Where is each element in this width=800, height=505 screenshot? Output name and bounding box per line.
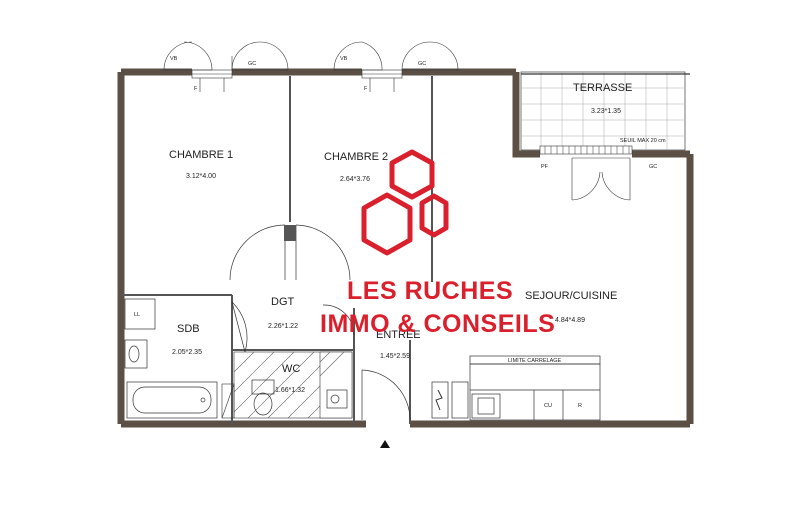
r-label: R (578, 403, 582, 409)
room-dim-entree: 1.45*2.59 (380, 353, 410, 360)
limite-carrelage-label: LIMITE CARRELAGE (508, 358, 562, 364)
room-dim-chambre2: 2.64*3.76 (340, 176, 370, 183)
f-label-1: F (194, 86, 198, 92)
room-dim-sdb: 2.05*2.35 (172, 349, 202, 356)
gc-label-1: GC (248, 61, 256, 67)
wc-basin (326, 389, 348, 409)
room-dim-chambre1: 3.12*4.00 (186, 173, 216, 180)
toilet (251, 379, 275, 416)
interior-doors (229, 224, 411, 421)
gc-label-3: GC (649, 164, 657, 170)
kitchen-counter (431, 355, 601, 421)
room-name-chambre2: CHAMBRE 2 (324, 151, 388, 163)
logo-text-line1: LES RUCHES (347, 277, 513, 305)
entry-arrow-icon (380, 440, 390, 448)
window-chambre2 (333, 41, 459, 92)
room-name-entree: ENTREE (376, 329, 421, 341)
room-name-wc: WC (282, 363, 300, 375)
room-dim-dgt: 2.26*1.22 (268, 323, 298, 330)
washbasin (124, 339, 148, 369)
room-dim-sejour: 4.84*4.89 (555, 317, 585, 324)
vb-label-2: VB (340, 56, 348, 62)
window-chambre1 (163, 41, 289, 92)
french-door-terrasse (571, 157, 631, 201)
vb-label-1: VB (170, 56, 178, 62)
room-name-terrasse: TERRASSE (573, 82, 632, 94)
logo-text-line2: IMMO & CONSEILS (320, 310, 555, 338)
tech-shaft-sdb (221, 383, 235, 419)
room-name-dgt: DGT (271, 296, 295, 308)
bathtub (126, 381, 218, 419)
terrace-area (520, 71, 690, 155)
logo-hexagon-large (361, 192, 413, 256)
f-label-2: F (364, 86, 368, 92)
interior-walls (121, 76, 433, 424)
gc-label-2: GC (418, 61, 426, 67)
room-name-chambre1: CHAMBRE 1 (169, 149, 233, 161)
logo-les-ruches (361, 149, 449, 256)
logo-hexagon-top (389, 149, 435, 200)
cu-label: CU (544, 403, 552, 409)
room-dim-terrasse: 3.23*1.35 (591, 108, 621, 115)
washing-machine-slot (124, 298, 156, 330)
pf-label: PF (541, 164, 549, 170)
ll-label: LL (134, 312, 140, 318)
room-name-sejour: SEJOUR/CUISINE (525, 290, 617, 302)
room-name-sdb: SDB (177, 323, 200, 335)
logo-hexagon-small (419, 193, 449, 238)
room-dim-wc: 1.66*1.32 (275, 387, 305, 394)
exterior-walls (117, 68, 694, 428)
room-note-terrasse: SEUIL MAX 20 cm (620, 138, 666, 144)
